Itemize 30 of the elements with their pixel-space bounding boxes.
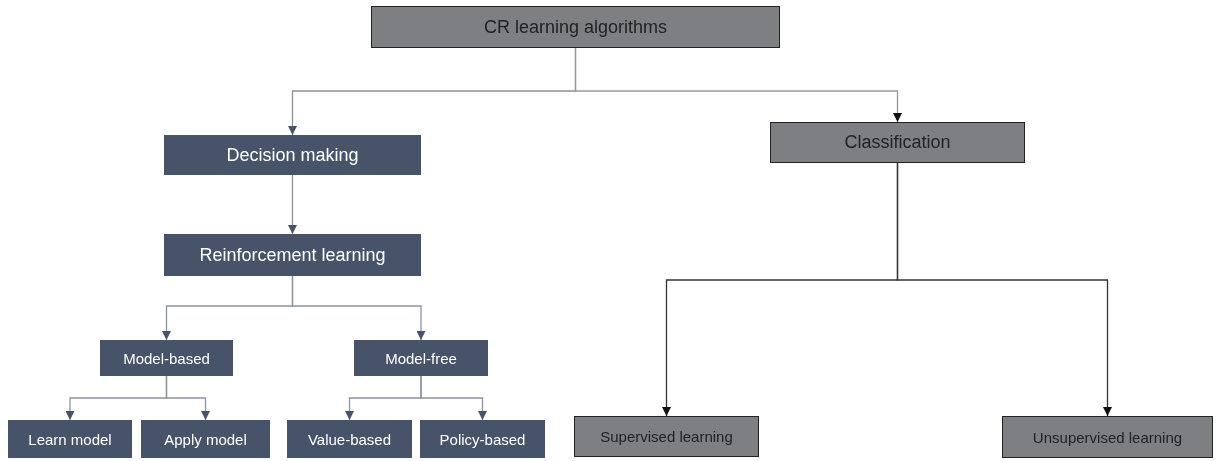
node-label: Model-free xyxy=(385,349,457,367)
process-box xyxy=(8,420,132,458)
process-box xyxy=(770,122,1025,163)
node-label: Policy-based xyxy=(439,430,526,448)
arrow xyxy=(165,375,210,421)
node-label: Supervised learning xyxy=(600,428,733,445)
process-box xyxy=(164,234,421,276)
process-box xyxy=(354,340,488,376)
node-label: Model-based xyxy=(123,349,210,367)
node-label: Unsupervised learning xyxy=(1032,428,1183,446)
process-box xyxy=(141,420,270,458)
node-label: Reinforcement learning xyxy=(199,244,386,266)
node-label: Learn model xyxy=(28,430,112,448)
process-box xyxy=(100,340,233,376)
process-box xyxy=(574,416,759,457)
process-box xyxy=(371,6,780,48)
arrow xyxy=(420,375,487,421)
process-box xyxy=(420,420,545,458)
process-box xyxy=(164,135,421,175)
node-label: Value-based xyxy=(307,430,392,448)
node-label: Classification xyxy=(844,132,951,153)
process-box xyxy=(287,420,412,458)
arrow xyxy=(291,275,426,341)
node-label: CR learning algorithms xyxy=(483,16,668,38)
arrow xyxy=(896,162,1112,417)
node-label: Decision making xyxy=(226,144,359,166)
node-label: Apply model xyxy=(164,430,247,448)
process-box xyxy=(1002,416,1213,458)
arrow xyxy=(288,174,297,235)
arrow xyxy=(574,47,902,123)
